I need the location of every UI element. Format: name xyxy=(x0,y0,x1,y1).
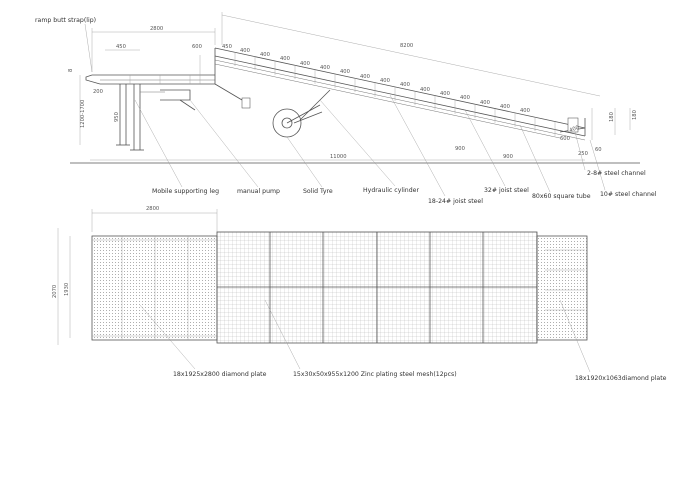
label-manual-pump: manual pump xyxy=(237,188,280,195)
mobile-support-leg xyxy=(116,84,165,151)
dim-inner-width: 1930 xyxy=(64,283,70,296)
svg-text:400: 400 xyxy=(420,87,430,93)
dim-left-small: 200 xyxy=(93,89,103,95)
solid-tyre xyxy=(272,104,323,138)
hydraulic-cylinder xyxy=(299,89,331,121)
svg-text:400: 400 xyxy=(500,104,510,110)
dim-flat-length: 2800 xyxy=(150,26,163,32)
dim-lip-height: 8 xyxy=(68,69,74,72)
label-square-tube: 80x60 square tube xyxy=(532,193,591,200)
label-ramp-butt-strap: ramp butt strap(lip) xyxy=(35,17,96,24)
dim-end-height-2: 180 xyxy=(632,110,638,120)
dim-plan-flat-width: 2800 xyxy=(146,206,159,212)
dim-end-a: 400 xyxy=(569,125,580,134)
mesh-dividers xyxy=(217,232,537,343)
svg-text:400: 400 xyxy=(480,100,490,106)
plan-view: 2800 2070 1930 xyxy=(52,206,667,382)
label-mobile-leg: Mobile supporting leg xyxy=(152,188,219,195)
dim-flat-sub: 450 xyxy=(116,44,126,50)
svg-text:400: 400 xyxy=(300,61,310,67)
dim-leg-height: 950 xyxy=(114,112,120,122)
label-mesh: 15x30x50x955x1200 Zinc plating steel mes… xyxy=(293,371,457,378)
svg-text:400: 400 xyxy=(360,74,370,80)
manual-pump xyxy=(160,89,196,111)
svg-text:400: 400 xyxy=(320,65,330,71)
side-view: 11000 xyxy=(35,12,657,205)
svg-text:400: 400 xyxy=(400,82,410,88)
label-steel-channel-2-8: 2-8# steel channel xyxy=(587,170,646,177)
svg-text:400: 400 xyxy=(440,91,450,97)
dim-end-d: 60 xyxy=(595,147,602,153)
svg-text:400: 400 xyxy=(340,69,350,75)
callout-leaders xyxy=(84,23,606,197)
slope-posts xyxy=(234,52,556,136)
ramp-lip xyxy=(85,74,101,85)
label-joist-32: 32# joist steel xyxy=(484,187,529,194)
label-solid-tyre: Solid Tyre xyxy=(303,188,333,195)
ramp-end xyxy=(559,108,631,140)
left-diamond-plate xyxy=(91,235,218,341)
dim-end-c: 250 xyxy=(578,151,588,157)
svg-text:400: 400 xyxy=(260,52,270,58)
label-right-plate: 18x1920x1063diamond plate xyxy=(575,375,667,382)
dim-slope-length: 8200 xyxy=(400,43,413,49)
svg-text:450: 450 xyxy=(222,44,232,50)
slope-bottom xyxy=(214,55,586,137)
chassis-frame xyxy=(214,83,243,101)
spacing-dims: 450 400 400 400 400 400 400 400 400 400 … xyxy=(222,44,530,114)
dim-flat-sub2: 600 xyxy=(192,44,202,50)
slope-top xyxy=(214,47,586,129)
dim-height-range: 1200-1700 xyxy=(80,100,86,128)
svg-text:400: 400 xyxy=(240,48,250,54)
label-hydraulic-cylinder: Hydraulic cylinder xyxy=(363,187,419,194)
dim-end-height-1: 180 xyxy=(609,112,615,122)
svg-text:400: 400 xyxy=(520,108,530,114)
label-left-plate: 18x1925x2800 diamond plate xyxy=(173,371,267,378)
svg-text:400: 400 xyxy=(460,95,470,101)
dim-bottom-b: 900 xyxy=(503,154,513,160)
dim-bottom-a: 900 xyxy=(455,146,465,152)
right-diamond-plate xyxy=(536,235,588,341)
dim-end-b: 600 xyxy=(560,136,570,142)
label-steel-channel-10: 10# steel channel xyxy=(600,191,657,198)
svg-text:400: 400 xyxy=(280,56,290,62)
dim-total-length: 11000 xyxy=(330,154,347,160)
svg-text:400: 400 xyxy=(380,78,390,84)
dim-outer-width: 2070 xyxy=(52,285,58,298)
label-joist-18-24: 18-24# joist steel xyxy=(428,198,483,205)
slope-dim-line xyxy=(221,14,601,97)
